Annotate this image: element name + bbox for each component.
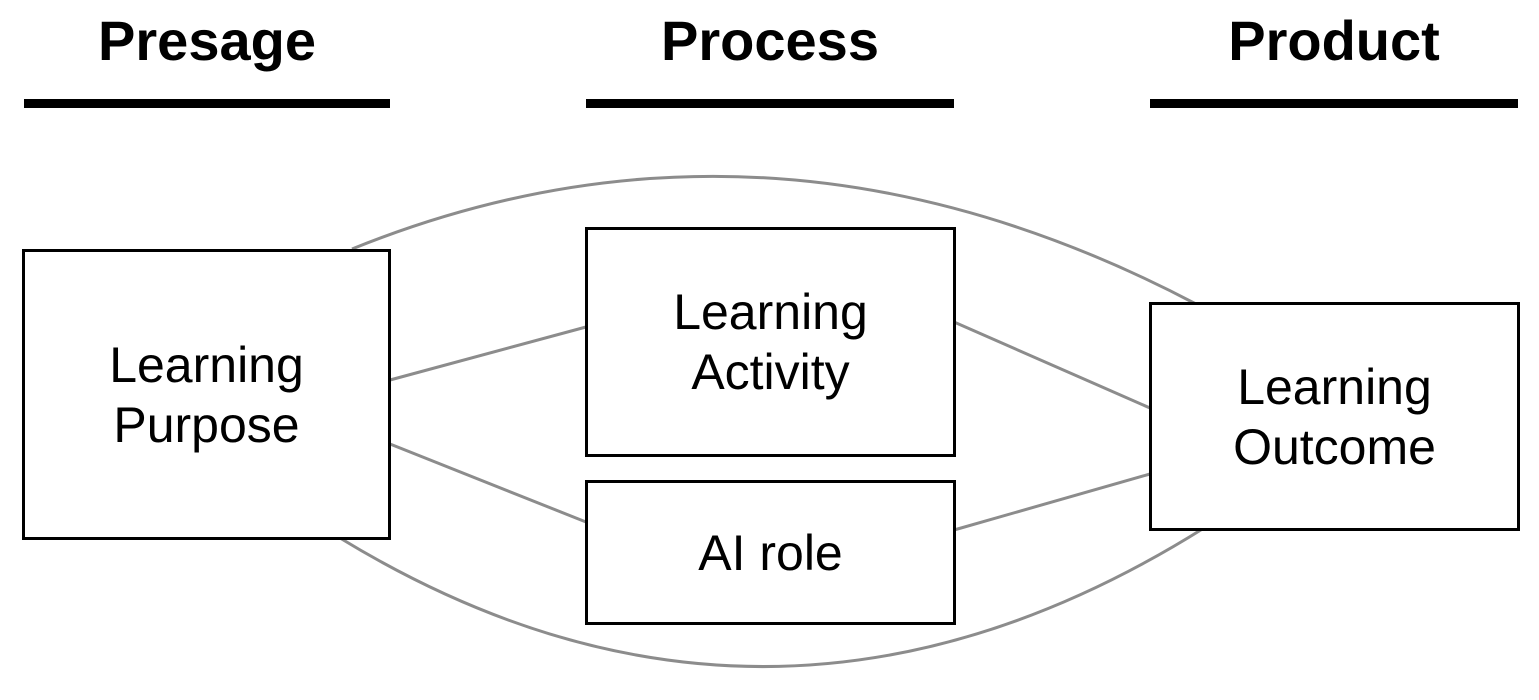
connector-purpose-outcome-top (351, 174, 1197, 306)
learning-outcome-box: Learning Outcome (1149, 302, 1520, 531)
process-heading: Process (661, 9, 879, 72)
connector-purpose-outcome-bottom (339, 526, 1205, 668)
product-heading: Product (1228, 9, 1440, 72)
learning-outcome-label-line1: Learning (1237, 358, 1432, 415)
ai-role-label: AI role (698, 524, 843, 581)
process-underline (586, 99, 954, 108)
learning-activity-box: Learning Activity (585, 227, 956, 457)
connector-purpose-activity (389, 325, 587, 382)
presage-underline (24, 99, 390, 108)
learning-purpose-box: Learning Purpose (22, 249, 391, 540)
learning-purpose-label-line1: Learning (109, 336, 304, 393)
presage-heading: Presage (98, 9, 316, 72)
connector-purpose-ai-role (389, 442, 587, 524)
ai-role-box: AI role (585, 480, 956, 625)
product-underline (1150, 99, 1518, 108)
learning-outcome-label-line2: Outcome (1233, 418, 1436, 475)
learning-activity-label-line2: Activity (691, 344, 850, 400)
connector-ai-role-outcome (953, 472, 1151, 532)
connector-activity-outcome (953, 320, 1151, 410)
learning-activity-label-line1: Learning (673, 284, 868, 340)
learning-purpose-label-line2: Purpose (113, 396, 300, 453)
